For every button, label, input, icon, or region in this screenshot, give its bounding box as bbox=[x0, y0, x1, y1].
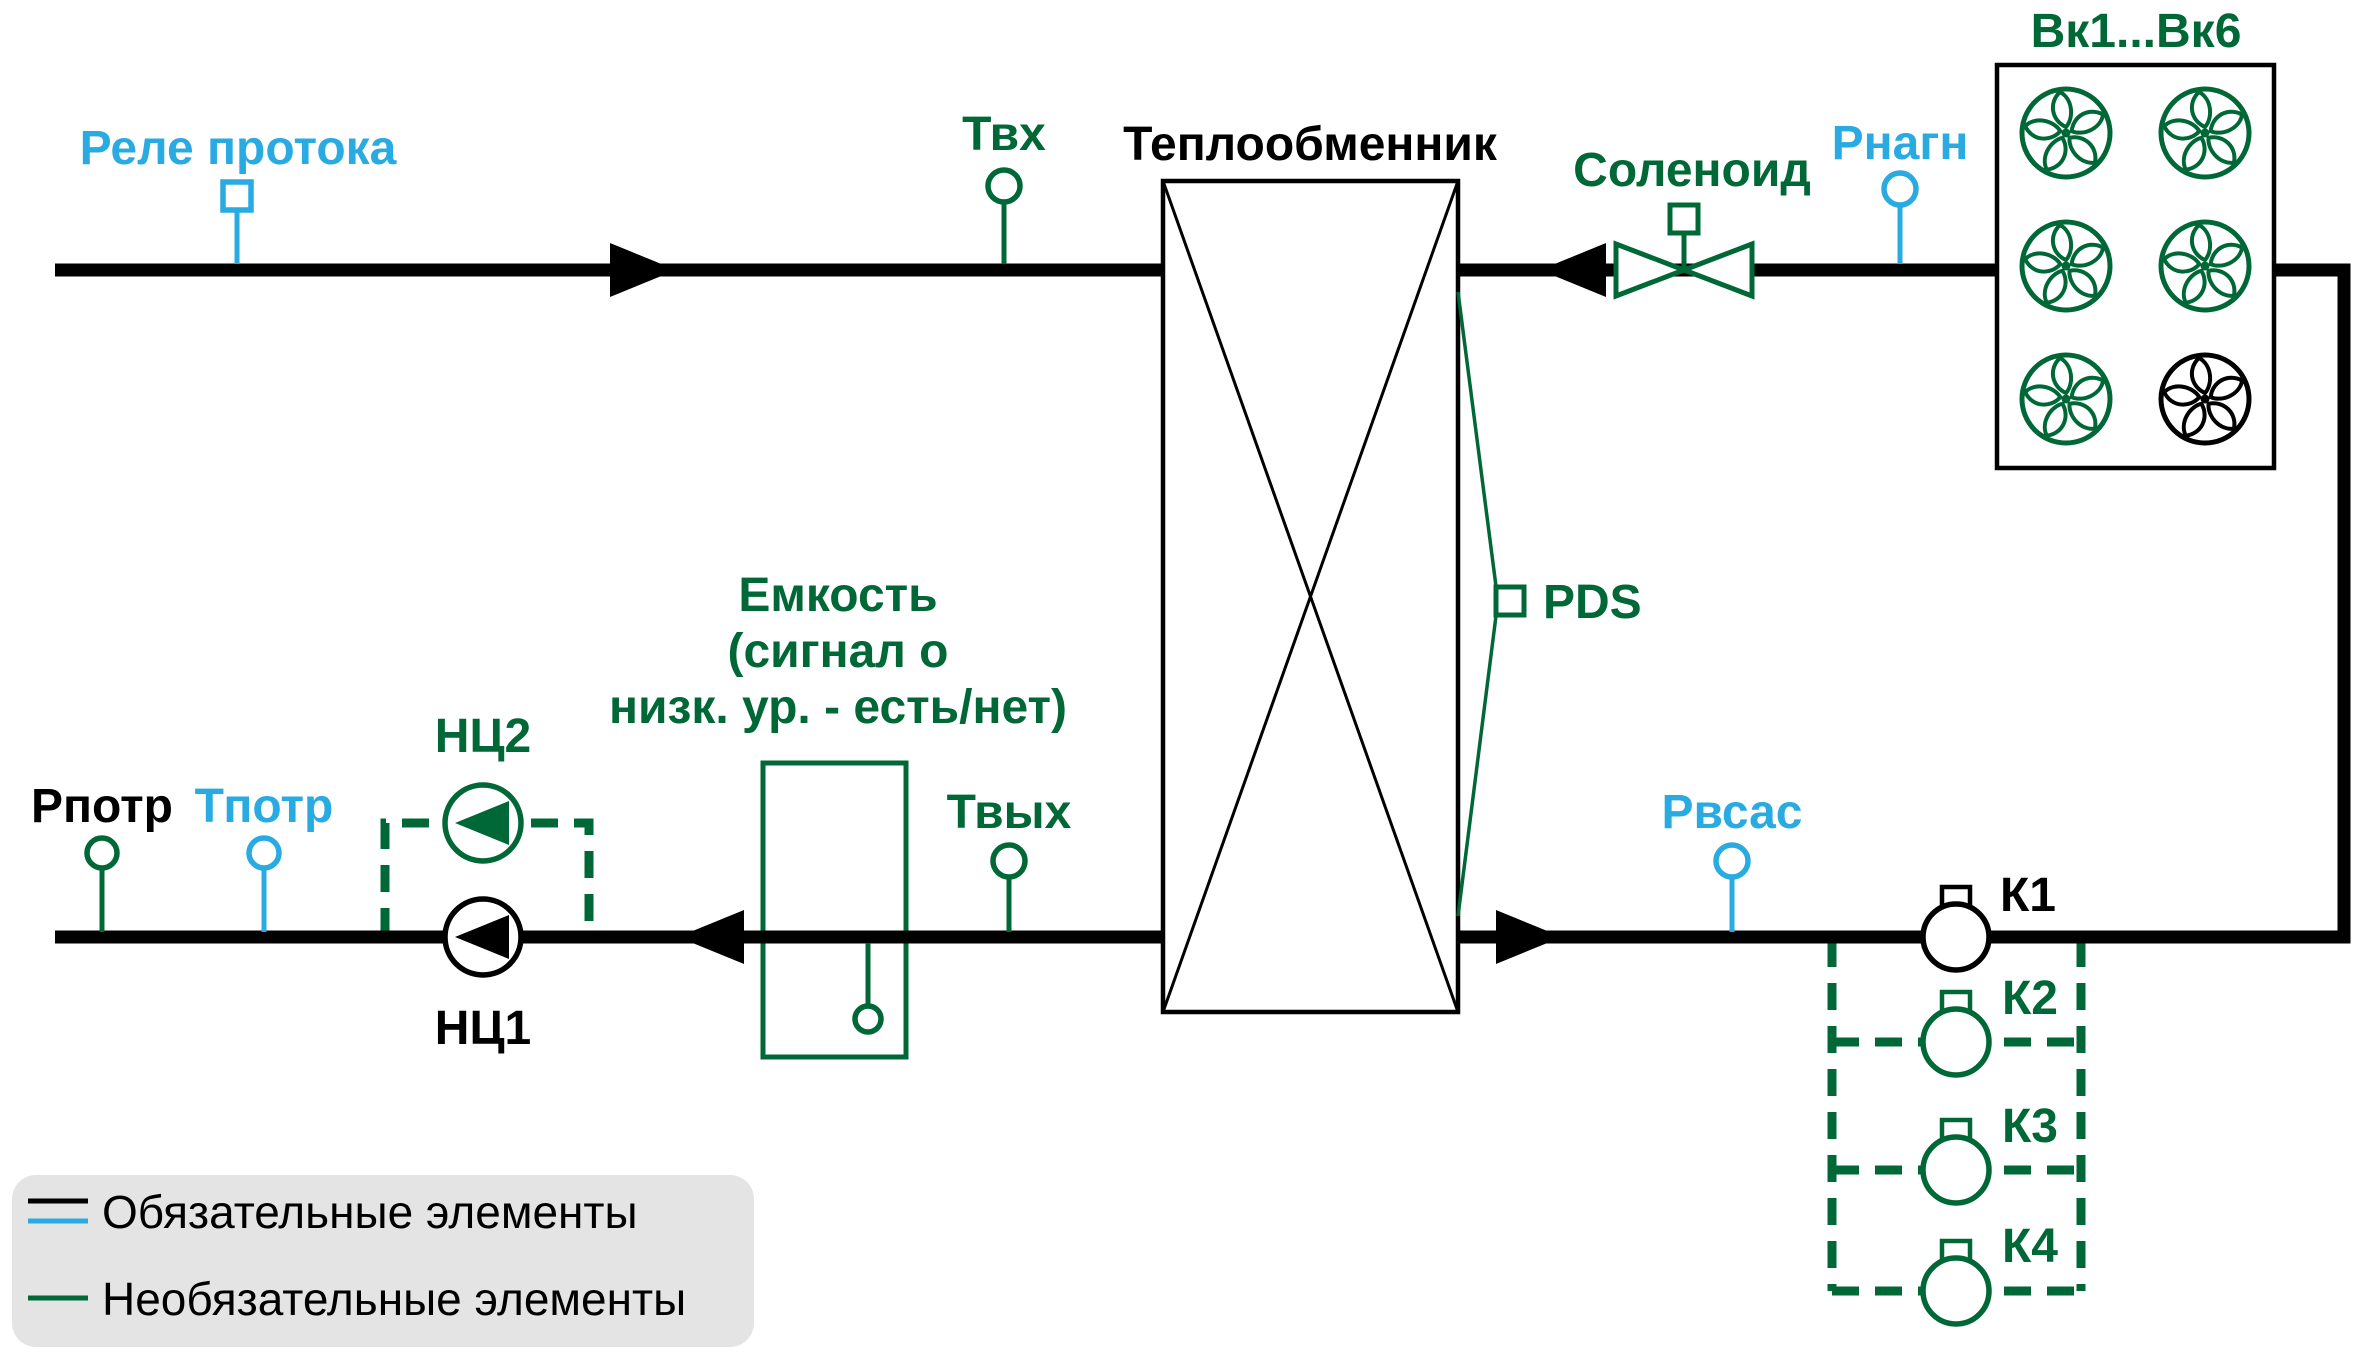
consumer-temp-sensor bbox=[246, 835, 282, 932]
flow-relay-sensor bbox=[220, 179, 254, 264]
pump1-label: НЦ1 bbox=[435, 1002, 531, 1055]
pds-label: PDS bbox=[1543, 576, 1642, 629]
fan-icon-6 bbox=[2161, 355, 2249, 443]
legend-background bbox=[12, 1175, 754, 1347]
flow-relay-label: Реле протока bbox=[80, 122, 397, 175]
compressor1-label: К1 bbox=[2000, 869, 2056, 922]
legend-mandatory-label: Обязательные элементы bbox=[102, 1186, 638, 1238]
consumer-temp-label: Тпотр bbox=[195, 780, 334, 833]
solenoid-valve-icon bbox=[1613, 202, 1755, 300]
suction-pressure-label: Рвсас bbox=[1662, 786, 1803, 839]
tank-label-line2: (сигнал о bbox=[727, 625, 948, 678]
fan-icon-2 bbox=[2161, 89, 2249, 177]
heat-exchanger-label: Теплообменник bbox=[1123, 118, 1498, 171]
tank bbox=[760, 760, 909, 1060]
fan-icon-3 bbox=[2022, 222, 2110, 310]
flow-arrow-refrigerant-out bbox=[1496, 910, 1562, 964]
fan-icon-4 bbox=[2161, 222, 2249, 310]
refrigerant-suction-pipe bbox=[1458, 263, 2351, 944]
discharge-pressure-sensor bbox=[1881, 170, 1919, 264]
pds-switch-icon bbox=[1493, 584, 1527, 618]
compressor3-label: К3 bbox=[2002, 1100, 2058, 1153]
fan-group-label: Вк1...Вк6 bbox=[2031, 5, 2242, 58]
t-in-sensor bbox=[985, 167, 1023, 264]
pump-icon-nc2 bbox=[445, 785, 521, 861]
fan-unit bbox=[1994, 62, 2277, 471]
compressor-icon-k3 bbox=[1923, 1120, 1989, 1203]
pds-sense-lines bbox=[1456, 291, 1499, 917]
compressor4-label: К4 bbox=[2002, 1220, 2058, 1273]
tank-label-line3: низк. ур. - есть/нет) bbox=[609, 681, 1067, 734]
fan-icon-5 bbox=[2022, 355, 2110, 443]
tank-level-sensor bbox=[852, 943, 884, 1035]
pump-icon-nc1 bbox=[445, 899, 521, 975]
pump2-bypass-line bbox=[380, 818, 594, 935]
legend: Обязательные элементы Необязательные эле… bbox=[12, 1175, 754, 1347]
flow-arrow-water-out bbox=[678, 910, 744, 964]
t-out-sensor bbox=[990, 842, 1028, 932]
consumer-pressure-label: Рпотр bbox=[31, 780, 173, 833]
compressor-bank-lines bbox=[1827, 940, 2086, 1296]
flow-arrow-water-in bbox=[610, 243, 676, 297]
legend-optional-label: Необязательные элементы bbox=[102, 1273, 686, 1325]
compressor-icon-k2 bbox=[1923, 992, 1989, 1075]
compressor-icon-k4 bbox=[1923, 1241, 1989, 1324]
fan-icon-1 bbox=[2022, 89, 2110, 177]
pump2-label: НЦ2 bbox=[435, 710, 531, 763]
consumer-pressure-sensor bbox=[84, 835, 120, 932]
t-out-label: Твых bbox=[947, 786, 1072, 839]
compressor-icon-k1 bbox=[1923, 887, 1989, 970]
solenoid-label: Соленоид bbox=[1573, 144, 1811, 197]
tank-label-line1: Емкость bbox=[738, 569, 937, 622]
t-in-label: Твх bbox=[962, 108, 1046, 161]
flow-arrow-refrigerant-in bbox=[1540, 243, 1606, 297]
compressor2-label: К2 bbox=[2002, 972, 2058, 1025]
heat-exchanger bbox=[1160, 178, 1461, 1015]
suction-pressure-sensor bbox=[1713, 842, 1751, 932]
discharge-pressure-label: Рнагн bbox=[1832, 117, 1969, 170]
